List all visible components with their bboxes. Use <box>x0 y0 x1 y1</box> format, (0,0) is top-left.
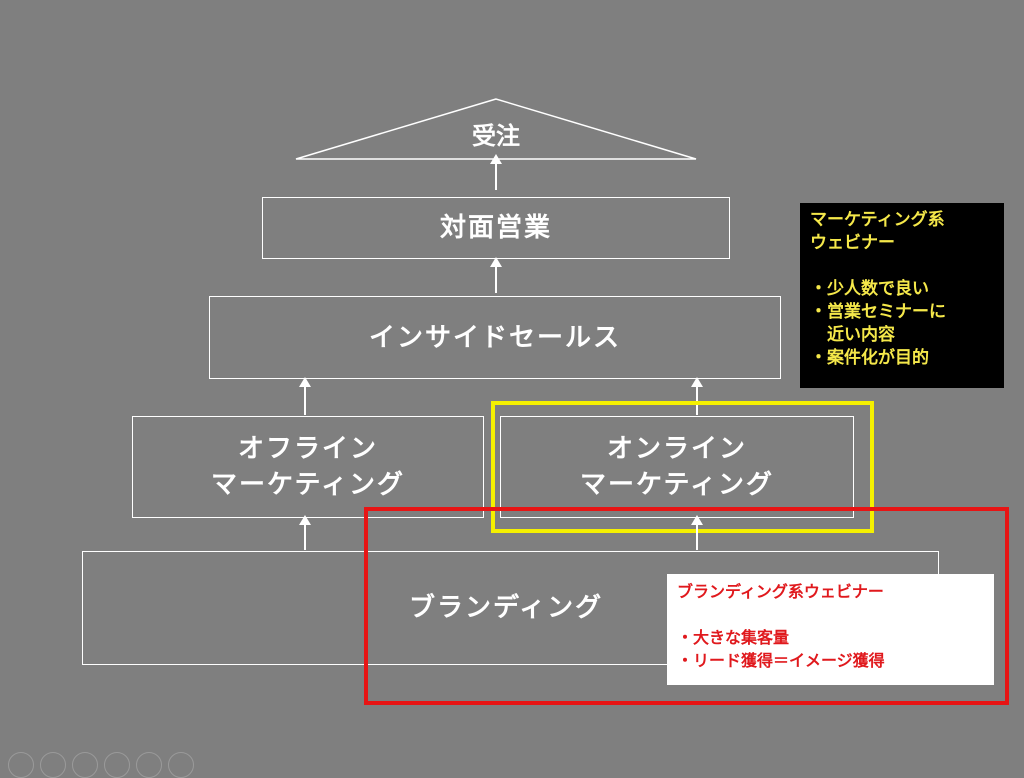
branding-box: ブランディング <box>82 551 939 665</box>
face-to-face-sales-box: 対面営業 <box>262 197 730 259</box>
offline-marketing-box: オフライン マーケティング <box>132 416 484 518</box>
slide-control-icon[interactable] <box>8 752 34 778</box>
online-marketing-box: オンライン マーケティング <box>500 416 854 518</box>
slide-control-icon[interactable] <box>40 752 66 778</box>
marketing-note-point: ・案件化が目的 <box>810 348 929 368</box>
order-label: 受注 <box>472 122 520 150</box>
branding-note-point: ・大きな集客量 <box>677 628 790 647</box>
arrow-up-icon <box>299 377 311 415</box>
marketing-note-point: ・少人数で良い <box>810 279 929 299</box>
arrow-up-icon <box>691 515 703 550</box>
marketing-note-point: ・営業セミナーに <box>810 302 946 322</box>
arrow-up-icon <box>691 377 703 415</box>
marketing-note-point: 近い内容 <box>810 325 895 345</box>
marketing-note-title: マーケティング系 <box>810 210 945 230</box>
online-line1: オンライン <box>606 434 747 464</box>
slide-control-icon[interactable] <box>136 752 162 778</box>
arrow-up-icon <box>490 257 502 293</box>
online-highlight-frame <box>491 401 874 533</box>
online-line2: マーケティング <box>580 470 774 500</box>
slide-control-icon[interactable] <box>168 752 194 778</box>
offline-line2: マーケティング <box>211 470 405 500</box>
arrow-up-icon <box>490 154 502 190</box>
branding-note-title: ブランディング系ウェビナー <box>677 582 884 601</box>
marketing-webinar-note: マーケティング系 ウェビナー ・少人数で良い ・営業セミナーに 近い内容 ・案件… <box>800 203 1004 388</box>
arrow-up-icon <box>299 515 311 550</box>
slide-control-icon[interactable] <box>104 752 130 778</box>
branding-webinar-note: ブランディング系ウェビナー ・大きな集客量 ・リード獲得＝イメージ獲得 <box>667 574 994 685</box>
marketing-note-title: ウェビナー <box>810 233 895 253</box>
offline-line1: オフライン <box>237 434 378 464</box>
inside-sales-box: インサイドセールス <box>209 296 781 379</box>
branding-highlight-frame <box>364 507 1009 705</box>
branding-note-point: ・リード獲得＝イメージ獲得 <box>677 651 885 670</box>
slide-control-icon[interactable] <box>72 752 98 778</box>
